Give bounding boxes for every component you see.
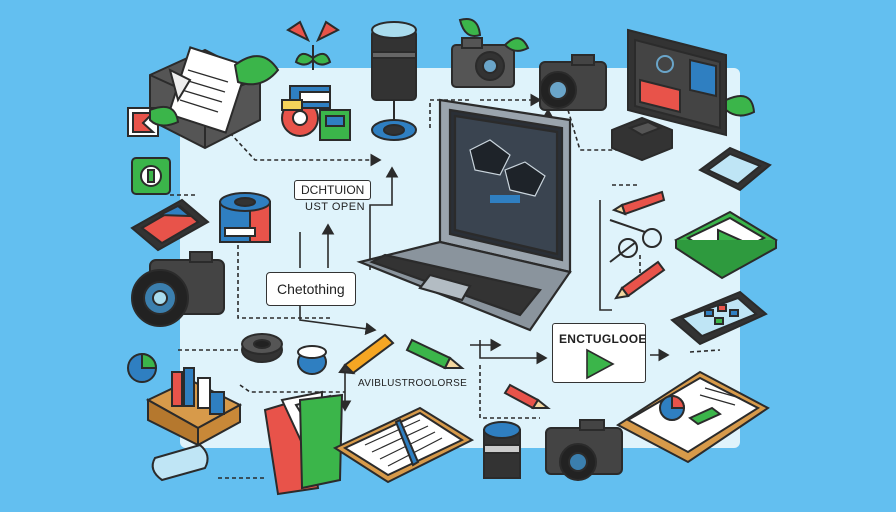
device-chip-icon [611, 116, 673, 162]
pencil-icon [614, 260, 666, 300]
folder-icon [263, 390, 344, 496]
report-document-icon [616, 370, 770, 464]
pencil-icon [611, 190, 666, 216]
storage-drum-icon [219, 192, 271, 243]
status-dot-icon [131, 157, 171, 195]
video-player-card: ENCTUGLOOE [552, 323, 646, 383]
pencil-icon [405, 338, 465, 370]
smartphone-icon [130, 198, 210, 252]
connector-lines [170, 93, 721, 479]
camera-icon [545, 419, 623, 481]
tape-rolls-icon [281, 85, 351, 141]
label-enctugloe: ENCTUGLOOE [559, 332, 647, 346]
laptop-icon [356, 98, 572, 332]
monitor-icon [627, 28, 756, 137]
clipboard-icon [332, 406, 475, 484]
label-dchtuion: DCHTUION [294, 180, 372, 200]
play-icon [586, 348, 615, 380]
play-folder-icon [674, 210, 778, 280]
flag-box-icon [127, 106, 180, 137]
camera-icon [451, 18, 530, 88]
printer-tray-icon [149, 46, 280, 150]
pencil-icon [338, 333, 395, 375]
film-canister-icon [483, 421, 521, 479]
scissors-icon [609, 219, 662, 263]
storage-box-icon [145, 367, 243, 447]
label-chetothing: Chetothing [266, 272, 356, 306]
camera-icon [131, 251, 225, 327]
label-avibl: AVIBLUSTROOLORSE [358, 378, 468, 389]
camera-icon [539, 54, 607, 111]
pill-capsule-icon [151, 443, 209, 482]
label-ust-open: UST OPEN [305, 201, 366, 213]
pencil-icon [503, 383, 551, 410]
camera-lens-icon [371, 21, 417, 141]
tablet-icon [698, 146, 772, 192]
pie-chart-icon [127, 352, 158, 383]
film-canister-icon [241, 333, 327, 375]
flower-pot-icon [286, 20, 340, 70]
smartphone-icon [670, 290, 768, 346]
